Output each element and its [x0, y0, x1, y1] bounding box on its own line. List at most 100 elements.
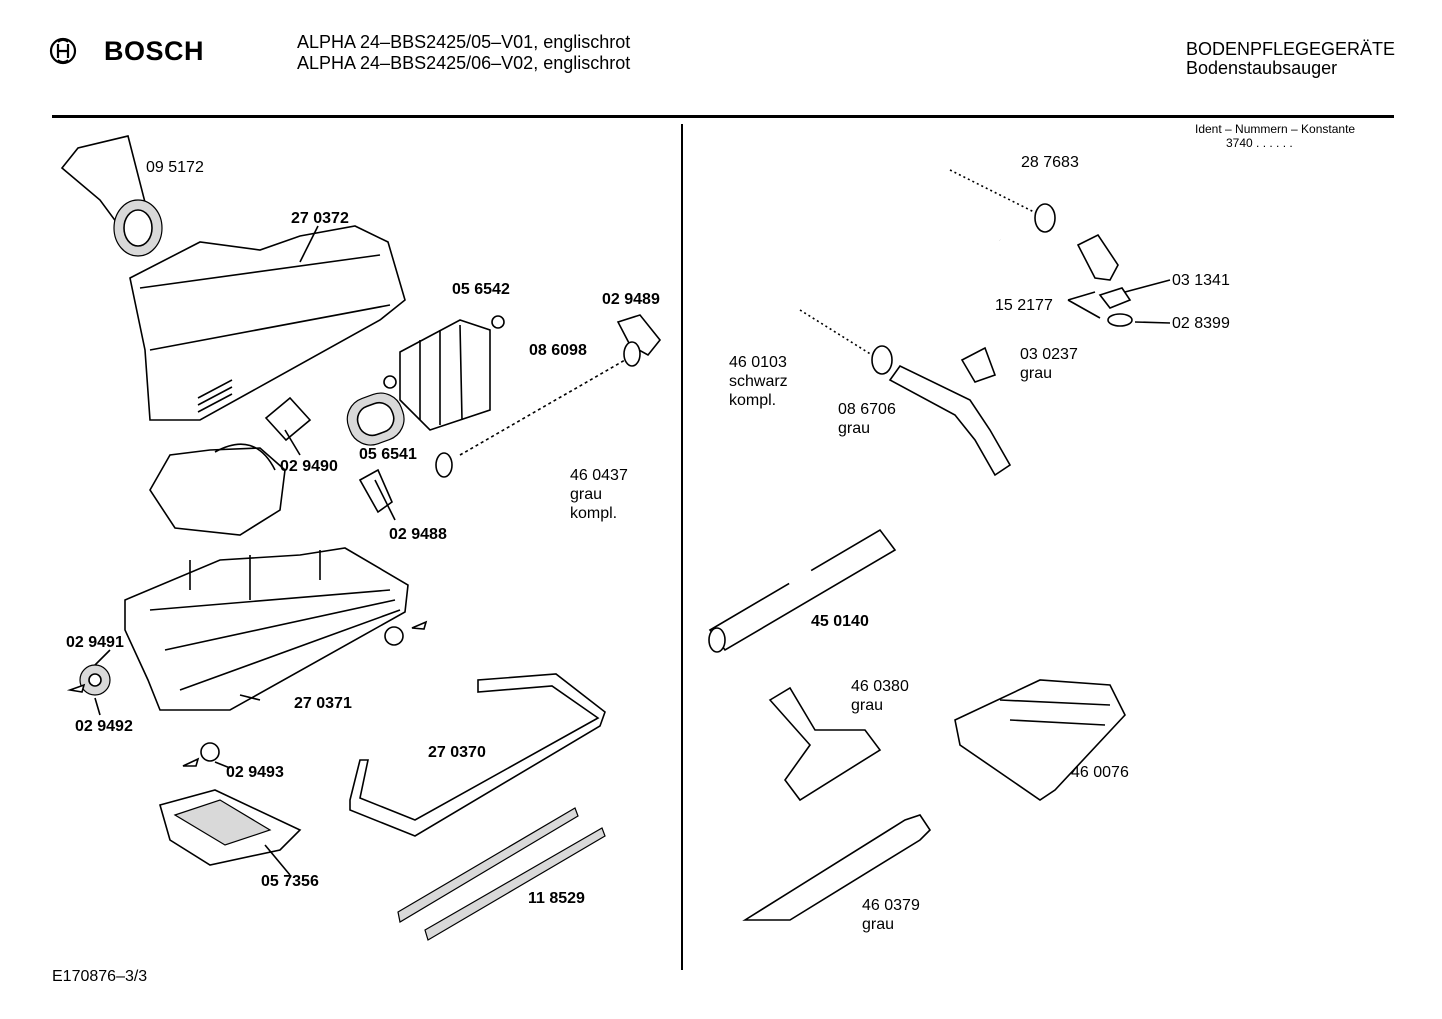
part-270371-base: [124, 547, 409, 711]
part-label-030237: 03 0237 grau: [1020, 345, 1078, 383]
part-right-wheel: [384, 620, 428, 646]
part-118529-strips: [397, 807, 606, 941]
part-number: 46 0380: [851, 678, 909, 695]
brand-name: BOSCH: [104, 36, 205, 66]
part-label-460103: 46 0103 schwarz kompl.: [729, 353, 788, 410]
subcategory-title: Bodenstaubsauger: [1186, 58, 1338, 78]
part-color: grau: [570, 486, 603, 503]
part-number: 02 9490: [280, 458, 338, 475]
part-number: 46 0103: [729, 354, 787, 371]
part-label-270372: 27 0372: [291, 209, 349, 228]
part-number: 03 0237: [1020, 346, 1078, 363]
category-title: BODENPFLEGEGERÄTE: [1186, 39, 1396, 59]
model-line-1: ALPHA 24–BBS2425/05–V01, englischrot: [297, 32, 631, 52]
part-label-152177: 15 2177: [995, 296, 1053, 315]
part-number: 02 9491: [66, 634, 124, 651]
part-number: 05 7356: [261, 873, 319, 890]
part-460103-hose: [732, 137, 1056, 375]
leader-lines: [94, 225, 1171, 876]
part-number: 03 1341: [1172, 272, 1230, 289]
part-label-029489: 02 9489: [602, 290, 660, 309]
part-number: 28 7683: [1021, 154, 1079, 171]
part-label-118529: 11 8529: [528, 889, 585, 908]
part-number: 11 8529: [528, 890, 585, 907]
part-057356-bagholder: [159, 789, 302, 866]
part-motor-housing: [149, 443, 286, 536]
part-label-029493: 02 9493: [226, 763, 284, 782]
bosch-armature-icon: [49, 37, 77, 65]
part-label-095172: 09 5172: [146, 158, 204, 177]
part-029493-wheel: [182, 742, 220, 767]
document-id: E170876–3/3: [52, 968, 148, 985]
part-056542-impeller: [383, 315, 505, 431]
part-label-057356: 05 7356: [261, 872, 319, 891]
part-label-056542: 05 6542: [452, 280, 510, 299]
part-label-460379: 46 0379 grau: [862, 896, 920, 934]
part-number: 46 0437: [570, 467, 628, 484]
header-rule: [52, 115, 1394, 118]
part-color: grau: [862, 916, 895, 933]
part-029491-wheel: [66, 664, 111, 696]
part-number: 15 2177: [995, 297, 1053, 314]
part-number: 02 8399: [1172, 315, 1230, 332]
part-number: 45 0140: [811, 613, 869, 630]
model-line-2: ALPHA 24–BBS2425/06–V02, englischrot: [297, 53, 631, 73]
ident-label: Ident – Nummern – Konstante: [1195, 122, 1356, 136]
part-label-086098: 08 6098: [529, 341, 587, 360]
part-056541-belt: [346, 392, 405, 446]
part-number: 05 6541: [359, 446, 417, 463]
part-color: grau: [851, 697, 884, 714]
part-label-460437: 46 0437 grau kompl.: [570, 466, 628, 523]
part-label-287683: 28 7683: [1021, 153, 1079, 172]
bosch-logo: BOSCH: [48, 34, 208, 70]
part-029489-bracket: [616, 314, 662, 357]
column-divider: [681, 124, 683, 970]
part-label-460076: 46 0076: [1071, 763, 1129, 782]
part-270370-frame: [349, 673, 606, 837]
part-label-450140: 45 0140: [811, 612, 869, 631]
ident-value: 3740 . . . . . .: [1226, 136, 1293, 150]
part-number: 08 6098: [529, 342, 587, 359]
part-460076-nozzle: [954, 679, 1126, 801]
part-label-029491: 02 9491: [66, 633, 124, 652]
part-number: 46 0076: [1071, 764, 1129, 781]
part-number: 27 0371: [294, 695, 352, 712]
part-095172-adapter: [60, 135, 163, 257]
part-label-086706: 08 6706 grau: [838, 400, 896, 438]
part-270372-cover: [129, 225, 406, 421]
part-color: schwarz: [729, 373, 788, 390]
part-460379-crevice: [742, 814, 932, 921]
part-label-460380: 46 0380 grau: [851, 677, 909, 715]
part-label-270370: 27 0370: [428, 743, 486, 762]
part-number: 02 9493: [226, 764, 284, 781]
part-030237-clip: [960, 346, 997, 383]
part-number: 27 0370: [428, 744, 486, 761]
part-029490-plate: [264, 396, 312, 442]
part-029488-lever: [358, 468, 393, 514]
part-note: kompl.: [570, 505, 618, 522]
part-label-028399: 02 8399: [1172, 314, 1230, 333]
part-number: 46 0379: [862, 897, 920, 914]
part-label-270371: 27 0371: [294, 694, 352, 713]
part-460380-upholstery: [768, 686, 882, 802]
part-086098-brushroll: [435, 341, 641, 478]
part-label-029490: 02 9490: [280, 457, 338, 476]
part-086706-handle: [888, 364, 1012, 477]
part-note: kompl.: [729, 392, 777, 409]
part-label-056541: 05 6541: [359, 445, 417, 464]
part-number: 08 6706: [838, 401, 896, 418]
part-number: 05 6542: [452, 281, 510, 298]
part-031341-elbow: [1076, 233, 1133, 327]
part-number: 02 9489: [602, 291, 660, 308]
part-label-031341: 03 1341: [1172, 271, 1230, 290]
part-color: grau: [838, 420, 871, 437]
part-450140-tube: [708, 528, 897, 653]
part-label-029492: 02 9492: [75, 717, 133, 736]
part-number: 02 9488: [389, 526, 447, 543]
part-number: 09 5172: [146, 159, 204, 176]
part-label-029488: 02 9488: [389, 525, 447, 544]
part-number: 27 0372: [291, 210, 349, 227]
part-color: grau: [1020, 365, 1053, 382]
part-number: 02 9492: [75, 718, 133, 735]
